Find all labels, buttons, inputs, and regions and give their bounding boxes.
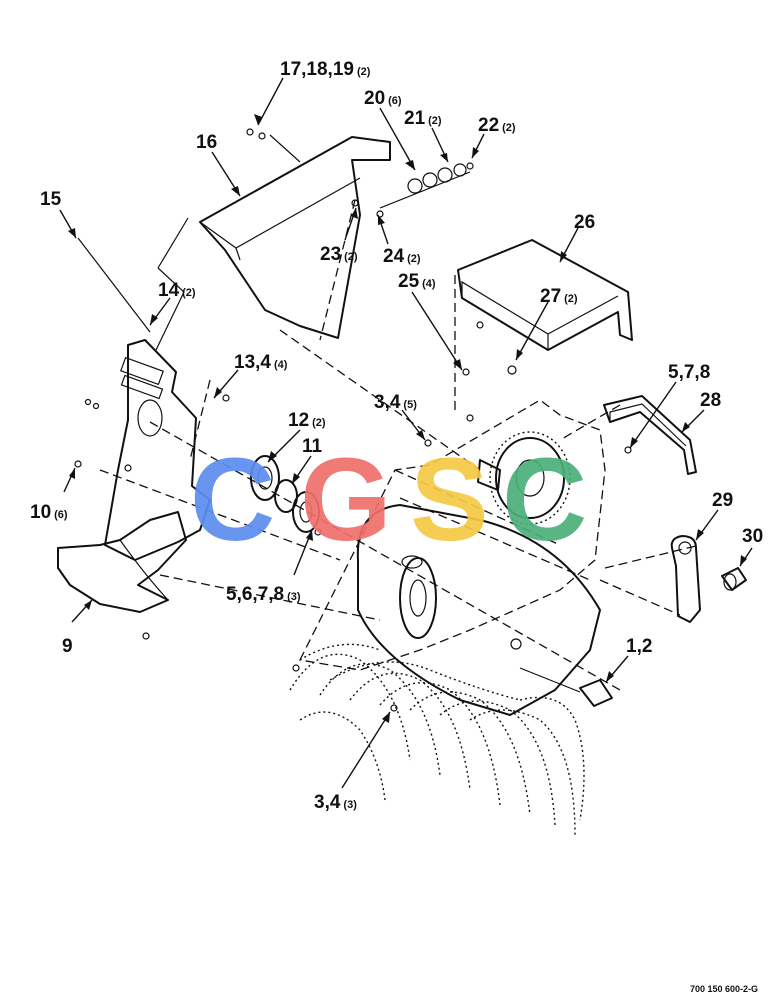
drive-gear [489, 431, 571, 525]
bracket-part-28 [603, 395, 697, 475]
callout-25: 25(4) [398, 271, 436, 292]
top-cover-part-16 [199, 136, 391, 339]
watermark-letter-1: C [190, 434, 275, 566]
callout-27: 27(2) [540, 286, 578, 307]
callout-21: 21(2) [404, 108, 442, 129]
left-side-panel [104, 339, 211, 561]
callout-11: 11 [302, 436, 323, 457]
callout-12: 12(2) [288, 410, 326, 431]
rod-part-15 [77, 237, 151, 333]
callout-22: 22(2) [478, 115, 516, 136]
callout-14: 14(2) [158, 280, 196, 301]
leader-lines [59, 77, 753, 789]
callout-5-6-7-8: 5,6,7,8(3) [226, 584, 301, 605]
callout-24: 24(2) [383, 246, 421, 267]
callout-20: 20(6) [364, 88, 402, 109]
shield-bracket-part-14 [155, 217, 189, 351]
pin-part-30 [721, 567, 747, 591]
callout-28: 28 [700, 390, 721, 411]
callout-17-18-19: 17,18,19(2) [280, 59, 371, 80]
bearing-part-12 [250, 455, 280, 501]
callout-1-2: 1,2 [626, 636, 652, 657]
callout-3-4-upper: 3,4(5) [374, 392, 417, 413]
watermark-letter-3: S [410, 434, 489, 566]
watermark-letter-2: G [300, 434, 392, 566]
callout-3-4-lower: 3,4(3) [314, 792, 357, 813]
callout-30: 30 [742, 526, 763, 547]
callout-15: 15 [40, 189, 62, 210]
line-art [57, 128, 747, 836]
watermark: C G S C [190, 434, 587, 566]
small-hardware [74, 128, 632, 712]
watermark-letter-4: C [502, 434, 587, 566]
callout-26: 26 [574, 212, 595, 233]
rotor-tines [289, 643, 585, 836]
callout-5-7-8-upper: 5,7,8 [668, 362, 710, 383]
callout-29: 29 [712, 490, 733, 511]
callout-16: 16 [196, 132, 217, 153]
bolt-part-1-2 [579, 679, 613, 707]
callout-10: 10(6) [30, 502, 68, 523]
deflector-part-9 [57, 511, 187, 613]
callout-23: 23(2) [320, 244, 358, 265]
rotor-housing [356, 504, 601, 716]
arm-part-29 [670, 535, 701, 623]
callout-labels: 17,18,19(2) 20(6) 21(2) 22(2) 16 15 23(2… [30, 59, 763, 813]
figure-number: 700 150 600-2-G [690, 984, 758, 994]
callout-13-4: 13,4(4) [234, 352, 288, 373]
callout-9: 9 [62, 636, 73, 657]
main-frame-phantom [299, 399, 606, 671]
